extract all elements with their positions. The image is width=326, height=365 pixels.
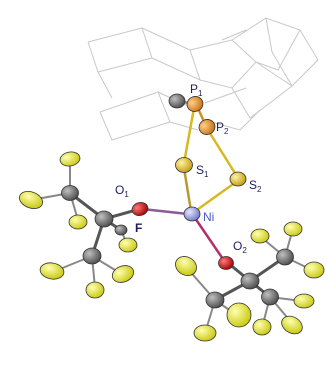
bond-o2-ni [193, 216, 227, 264]
carbon-atom [94, 210, 114, 228]
label-ni: Ni [203, 210, 214, 224]
carbon-atom [276, 248, 294, 266]
sulfur-atom-1 [175, 157, 193, 173]
phosphorus-atom-1 [186, 96, 204, 112]
carbon-atom [261, 288, 279, 306]
sulfur-atom-2 [229, 171, 247, 187]
fluorine-atom [39, 262, 65, 280]
fluorine-atom [252, 318, 272, 336]
fluorine-atom [250, 228, 270, 244]
carbon-atom-p [168, 93, 186, 109]
bond-s2-ni [192, 180, 238, 214]
bond-o1-ni [140, 207, 190, 216]
fluorine-atom [283, 221, 303, 237]
nickel-atom [183, 206, 201, 222]
fluorine-atom [226, 302, 252, 328]
atom-labels: P1 P2 S1 S2 O1 O2 Ni F [115, 82, 262, 255]
label-o1: O1 [115, 183, 129, 199]
carbon-atom [205, 291, 225, 309]
bond-p1-s1 [182, 106, 196, 165]
oxygen-atom-1 [131, 201, 149, 217]
carbon-atom [61, 185, 79, 201]
carbon-atom [240, 272, 260, 290]
fluorine-atom [193, 324, 217, 342]
fluorine-atom [303, 261, 325, 279]
fluorine-atom [111, 265, 135, 283]
label-o2: O2 [233, 239, 247, 255]
fluorine-atom [175, 256, 197, 276]
label-f: F [135, 221, 142, 235]
fluorine-atom [85, 281, 105, 299]
label-p1: P1 [190, 82, 203, 98]
fluorine-atom [281, 315, 303, 335]
fluorine-atom [59, 151, 81, 167]
label-s1: S1 [196, 163, 209, 179]
fluorine-atom [118, 237, 138, 253]
bond-p2-s2 [206, 128, 240, 180]
bond-s1-ni [182, 166, 193, 213]
phosphorus-atom-2 [198, 119, 216, 135]
fluorine-atom [68, 214, 88, 230]
carbon-atom [82, 247, 102, 265]
label-p2: P2 [216, 120, 229, 136]
carbon-atom [114, 224, 128, 236]
ligand-wireframe [87, 17, 319, 141]
oxygen-atom-2 [218, 256, 234, 270]
fluorine-atom [18, 191, 44, 209]
label-s2: S2 [249, 178, 262, 194]
atoms [18, 93, 325, 342]
fluorine-atom [293, 293, 315, 309]
